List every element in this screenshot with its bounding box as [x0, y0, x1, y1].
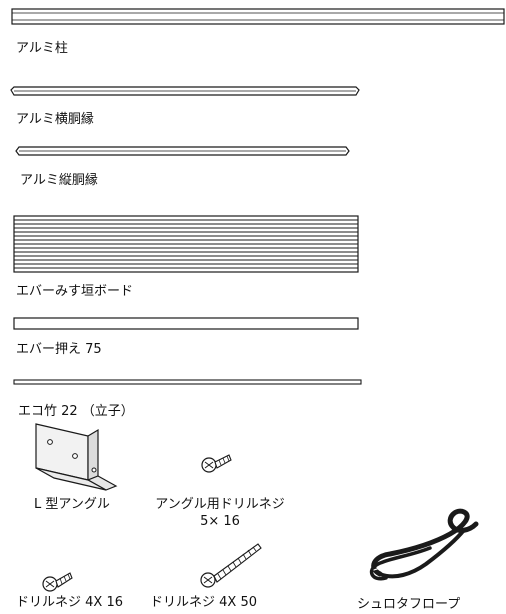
- aluminum-post-label: アルミ柱: [16, 41, 68, 56]
- l-angle-drawing: [35, 423, 118, 491]
- aluminum-horizontal-rail-drawing: [10, 86, 360, 96]
- eva-bamboo-fence-board-drawing: [13, 215, 359, 273]
- eva-bamboo-fence-board-label: エバーみす垣ボード: [16, 284, 134, 299]
- drill-screw-4x16-label: ドリルネジ 4X 16: [16, 595, 123, 610]
- angle-drill-screw-label-line2: 5× 16: [200, 514, 240, 529]
- l-angle-label: L 型アングル: [34, 497, 110, 512]
- drill-screw-4x16-drawing: [42, 572, 73, 592]
- angle-drill-screw-drawing: [201, 454, 232, 473]
- eva-holder-label: エバー押え 75: [16, 342, 102, 357]
- eco-bamboo-drawing: [13, 379, 362, 385]
- aluminum-post-drawing: [11, 8, 505, 25]
- aluminum-vertical-rail-label: アルミ縦胴縁: [20, 173, 98, 188]
- drill-screw-4x50-label: ドリルネジ 4X 50: [150, 595, 257, 610]
- angle-drill-screw-label-line1: アングル用ドリルネジ: [155, 497, 285, 512]
- aluminum-vertical-rail-drawing: [15, 146, 350, 156]
- aluminum-horizontal-rail-label: アルミ横胴縁: [16, 112, 94, 127]
- palm-rope-drawing: [369, 508, 479, 581]
- eco-bamboo-label: エコ竹 22 （立子）: [18, 404, 134, 419]
- palm-rope-label: シュロタフロープ: [357, 597, 461, 612]
- eva-holder-drawing: [13, 317, 359, 330]
- drill-screw-4x50-drawing: [200, 543, 262, 588]
